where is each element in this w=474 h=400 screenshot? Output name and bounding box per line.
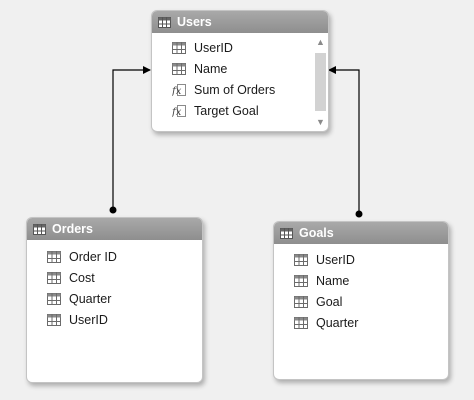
users-table[interactable]: Users UserID Name fx Sum of Orders fx Ta… (151, 10, 329, 132)
field-label: Target Goal (194, 103, 259, 118)
orders-table-header[interactable]: Orders (27, 218, 202, 240)
field-row[interactable]: UserID (274, 249, 448, 270)
goals-table-title: Goals (299, 226, 334, 240)
field-label: Goal (316, 294, 343, 309)
users-table-scrollbar[interactable]: ▲ ▼ (315, 37, 326, 127)
field-row[interactable]: Order ID (27, 246, 202, 267)
orders-table-title: Orders (52, 222, 93, 236)
field-row[interactable]: fx Target Goal (152, 100, 328, 121)
goals-table[interactable]: Goals UserID Name Goal Quarter (273, 221, 449, 380)
field-label: Quarter (69, 291, 112, 306)
table-column-icon (172, 41, 186, 54)
goals-table-header[interactable]: Goals (274, 222, 448, 244)
calculated-measure-icon: fx (172, 104, 186, 117)
table-column-icon (47, 292, 61, 305)
scroll-down-icon[interactable]: ▼ (316, 117, 325, 127)
table-icon (158, 16, 171, 28)
scrollbar-thumb[interactable] (315, 53, 326, 111)
relationship-line-goals-users[interactable] (328, 66, 360, 214)
table-column-icon (47, 313, 61, 326)
svg-text:fx: fx (172, 107, 182, 117)
table-icon (33, 223, 46, 235)
field-label: Cost (69, 270, 95, 285)
field-row[interactable]: Name (152, 58, 328, 79)
table-icon (280, 227, 293, 239)
users-table-header[interactable]: Users (152, 11, 328, 33)
table-column-icon (172, 62, 186, 75)
field-row[interactable]: fx Sum of Orders (152, 79, 328, 100)
field-label: UserID (69, 312, 108, 327)
users-table-title: Users (177, 15, 212, 29)
field-label: Sum of Orders (194, 82, 276, 97)
field-label: Name (316, 273, 350, 288)
orders-table[interactable]: Orders Order ID Cost Quarter UserID (26, 217, 203, 383)
field-row[interactable]: UserID (27, 309, 202, 330)
table-column-icon (294, 295, 308, 308)
field-label: Name (194, 61, 228, 76)
field-row[interactable]: UserID (152, 37, 328, 58)
table-column-icon (294, 274, 308, 287)
field-row[interactable]: Quarter (274, 312, 448, 333)
svg-text:fx: fx (172, 86, 182, 96)
relationship-endpoint-orders[interactable] (109, 206, 117, 214)
table-column-icon (294, 253, 308, 266)
table-column-icon (294, 316, 308, 329)
relationship-endpoint-goals[interactable] (355, 210, 363, 218)
field-label: Order ID (69, 249, 117, 264)
field-label: UserID (316, 252, 355, 267)
table-column-icon (47, 271, 61, 284)
calculated-measure-icon: fx (172, 83, 186, 96)
field-label: UserID (194, 40, 233, 55)
field-row[interactable]: Quarter (27, 288, 202, 309)
table-column-icon (47, 250, 61, 263)
field-row[interactable]: Cost (27, 267, 202, 288)
field-row[interactable]: Goal (274, 291, 448, 312)
field-label: Quarter (316, 315, 359, 330)
relationship-line-orders-users[interactable] (112, 66, 151, 210)
field-row[interactable]: Name (274, 270, 448, 291)
scroll-up-icon[interactable]: ▲ (316, 37, 325, 47)
